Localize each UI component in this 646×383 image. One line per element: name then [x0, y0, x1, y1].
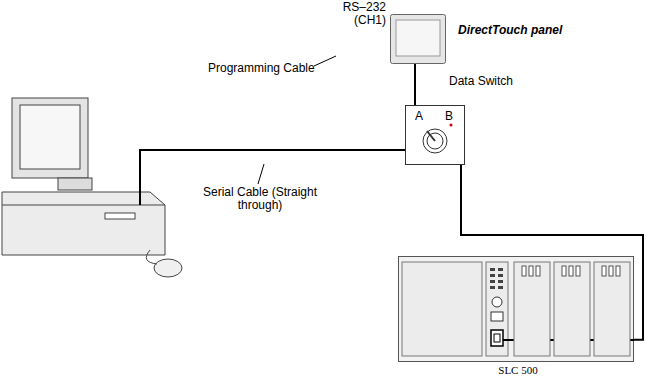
touch-panel: RS–232 (CH1)DirectTouch panel [390, 14, 446, 64]
io-terminal [569, 266, 573, 276]
selector-knob [423, 129, 447, 153]
io-terminal [602, 266, 606, 276]
io-terminal [562, 266, 566, 276]
io-terminal [616, 266, 620, 276]
status-led [498, 280, 503, 283]
status-led [490, 274, 495, 277]
position-label: A [415, 110, 429, 123]
status-led [498, 274, 503, 277]
key-switch [492, 297, 502, 307]
knob-pointer [427, 131, 435, 141]
plc-rack-outline [398, 256, 634, 362]
status-led [490, 268, 495, 271]
io-module [594, 262, 630, 356]
cable [414, 64, 416, 105]
port-label: RS–232 (CH1) [338, 1, 386, 27]
io-module [554, 262, 590, 356]
plc-rack: SLC 500 [398, 256, 634, 362]
computer [2, 98, 182, 277]
leader-line [314, 56, 336, 66]
panel-name: DirectTouch panel [458, 24, 588, 37]
cable-label: Serial Cable (Straight through) [200, 186, 320, 212]
position-label: B [445, 110, 459, 123]
io-terminal [536, 266, 540, 276]
io-terminal [522, 266, 526, 276]
serial-port [494, 334, 500, 342]
status-led [490, 286, 495, 289]
cpu-module [486, 262, 508, 356]
indicator-dot [450, 124, 453, 127]
rack-chassis [399, 257, 634, 362]
plc-name: SLC 500 [478, 364, 558, 377]
io-terminal [576, 266, 580, 276]
io-module [514, 262, 550, 356]
power-supply [402, 262, 482, 356]
panel-screen [396, 20, 440, 56]
switch-box [406, 106, 465, 165]
status-led [498, 286, 503, 289]
serial-port [491, 330, 503, 346]
io-terminal [529, 266, 533, 276]
status-led [498, 268, 503, 271]
panel-bezel [391, 15, 446, 64]
switch-name: Data Switch [449, 75, 539, 88]
network-port [491, 312, 503, 321]
leader-line [258, 164, 264, 184]
cable-label: Programming Cable [208, 62, 318, 75]
status-led [490, 280, 495, 283]
io-terminal [609, 266, 613, 276]
data-switch-outline [405, 105, 465, 165]
touch-panel-outline [390, 14, 446, 64]
data-switch: Data SwitchAB [405, 105, 465, 165]
